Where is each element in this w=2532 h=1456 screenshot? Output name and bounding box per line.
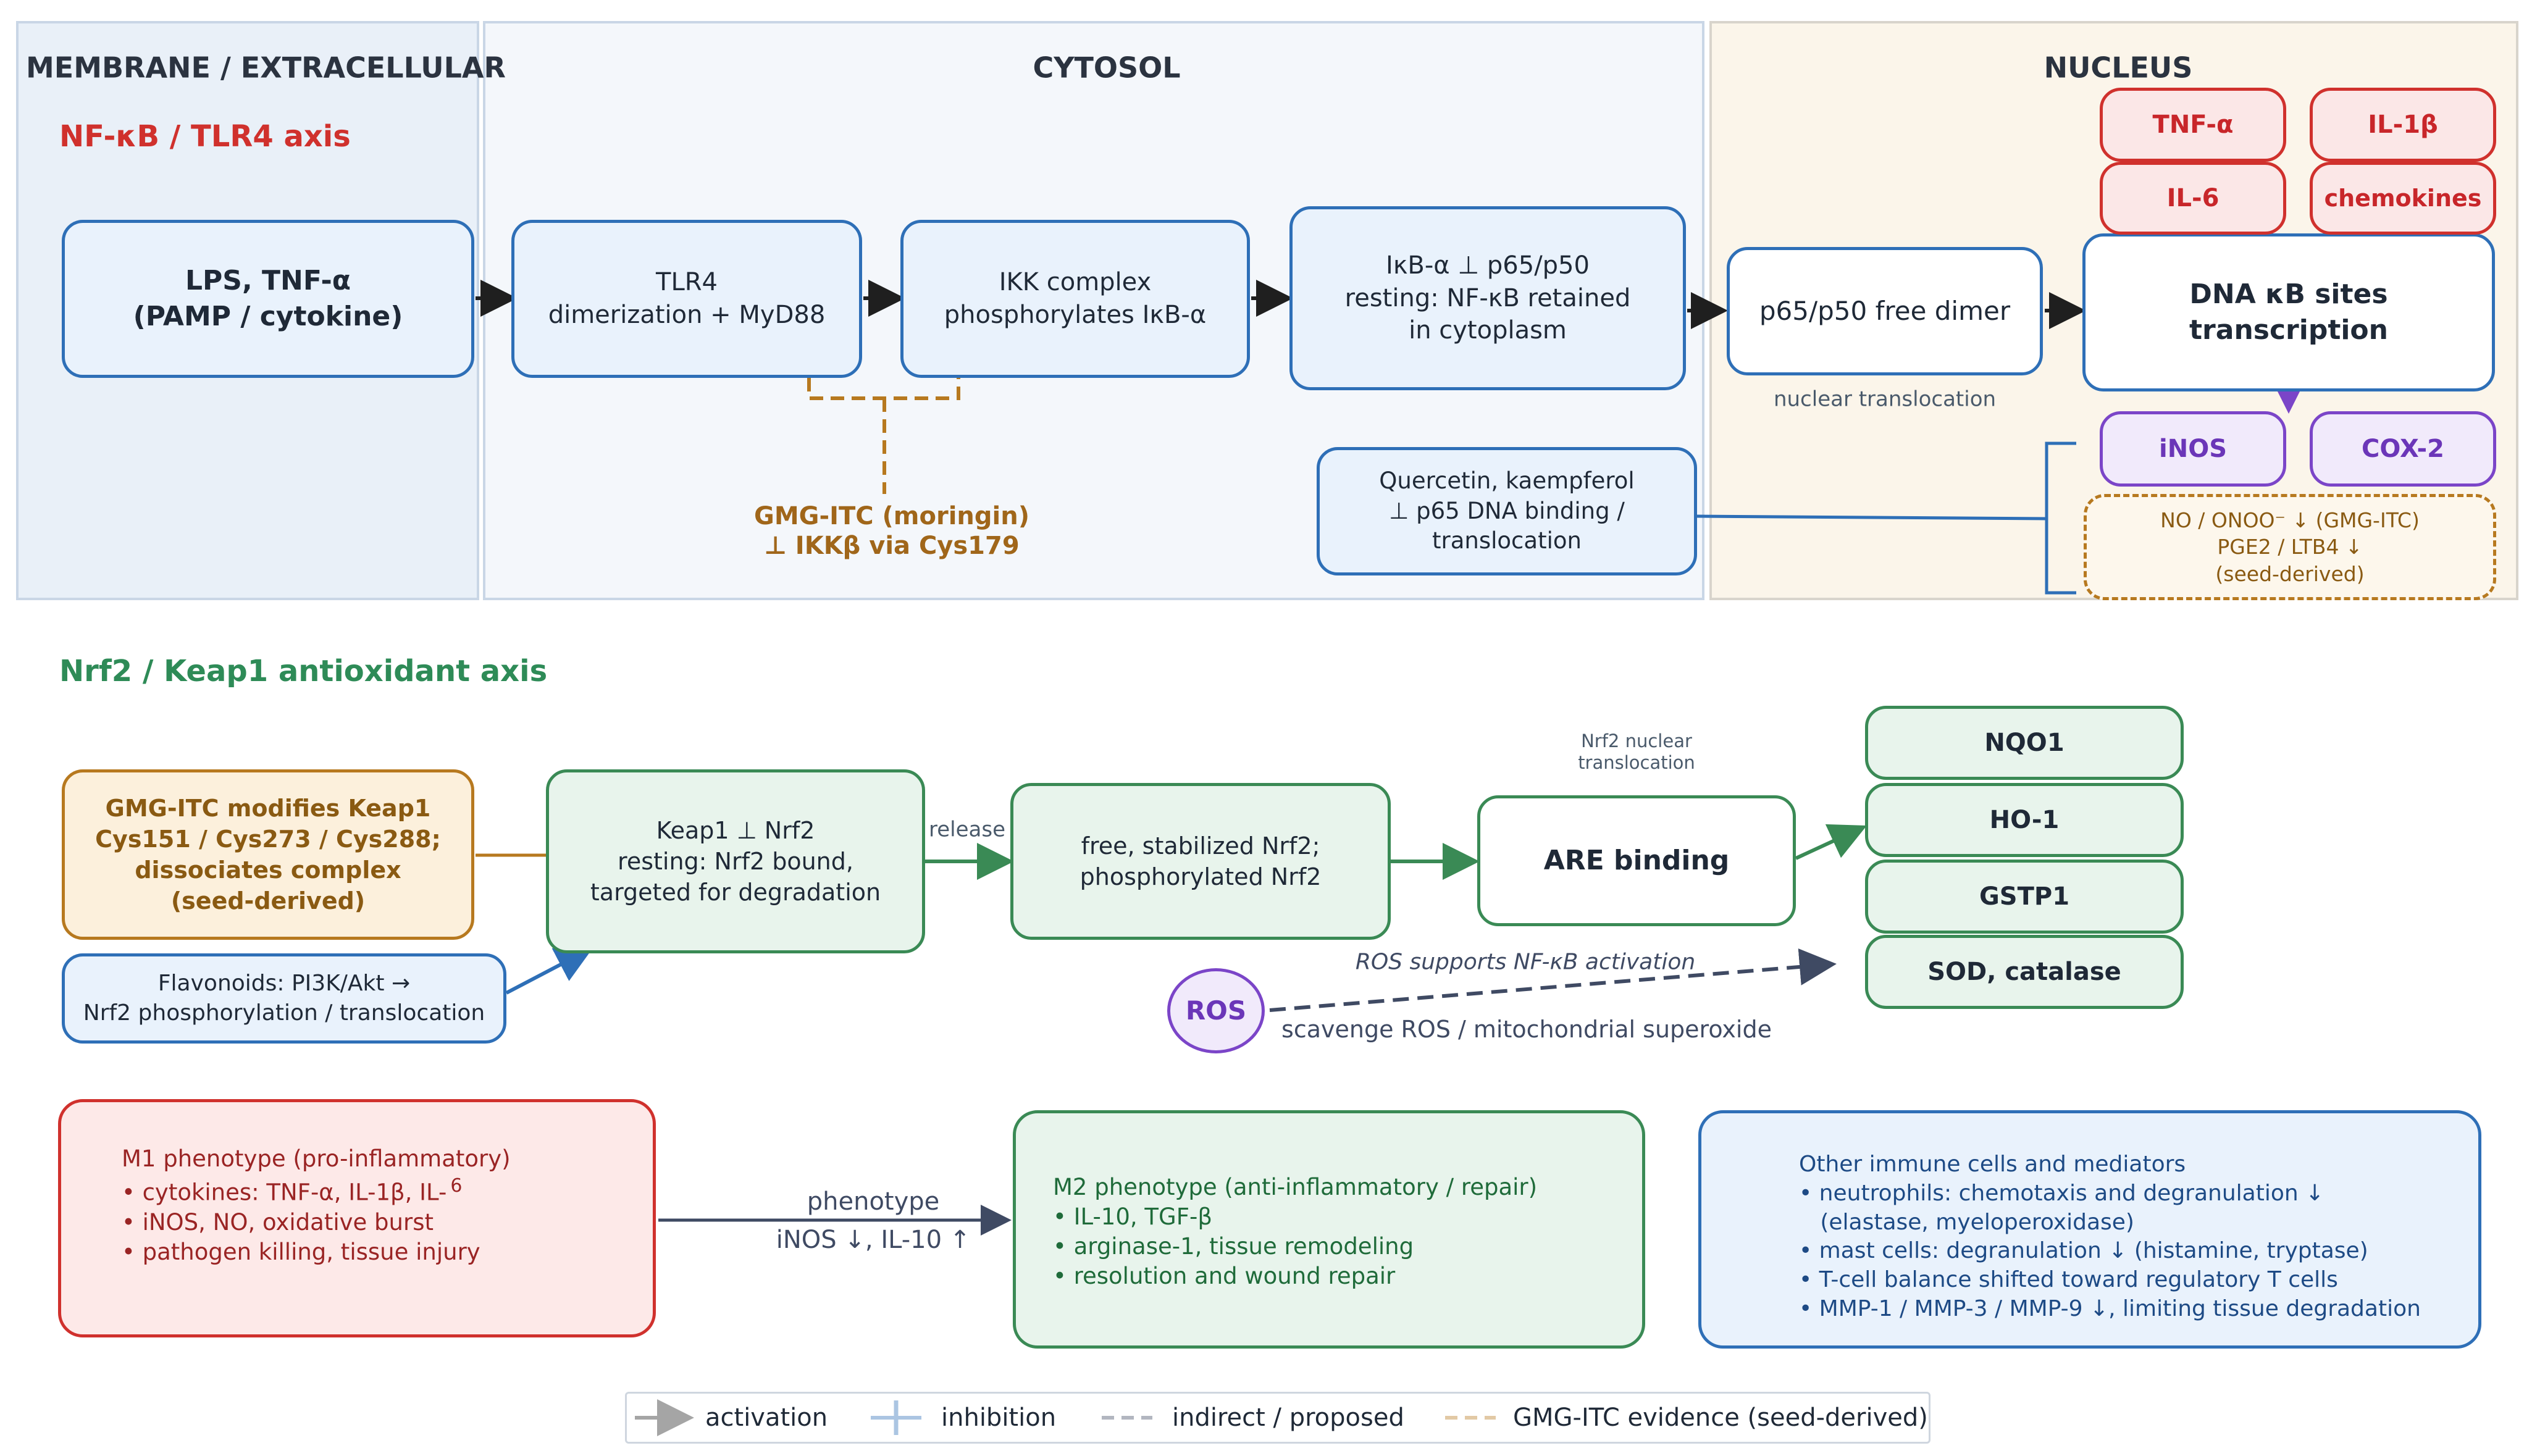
m2-title: M2 phenotype (anti-inflammatory / repair… xyxy=(1053,1174,1538,1200)
cytokine-chemokines-box: chemokines xyxy=(2310,162,2496,235)
m2-phenotype-panel: M2 phenotype (anti-inflammatory / repair… xyxy=(1013,1110,1645,1349)
gene-sod-label: SOD, catalase xyxy=(1927,957,2121,986)
other-item: • mast cells: degranulation ↓ (histamine… xyxy=(1799,1238,2368,1264)
other-item: • MMP-1 / MMP-3 / MMP-9 ↓, limiting tiss… xyxy=(1799,1295,2421,1321)
gene-nqo1-label: NQO1 xyxy=(1984,728,2065,757)
are-binding-box: ARE binding xyxy=(1477,795,1796,926)
m1-superscript: 6 xyxy=(450,1175,463,1197)
gene-ho1-box: HO-1 xyxy=(1865,783,2184,857)
legend-activation-label: activation xyxy=(705,1404,828,1432)
nrf2-translocation-label: Nrf2 nuclear translocation xyxy=(1578,730,1695,773)
legend-indirect-label: indirect / proposed xyxy=(1172,1404,1404,1432)
nrf2-axis-title: Nrf2 / Keap1 antioxidant axis xyxy=(59,654,548,689)
m2-item: • IL-10, TGF-β xyxy=(1053,1203,1212,1231)
legend xyxy=(625,1392,1930,1444)
are-binding-label: ARE binding xyxy=(1543,844,1730,876)
dna-kb-box: DNA κB sites transcription xyxy=(2082,233,2495,391)
ros-supports-label: ROS supports NF-κB activation xyxy=(1355,949,1696,975)
lps-tnf-label: LPS, TNF-α (PAMP / cytokine) xyxy=(133,264,403,332)
flavonoids-label: Flavonoids: PI3K/Akt → Nrf2 phosphorylat… xyxy=(83,971,485,1026)
tlr4-box: TLR4 dimerization + MyD88 xyxy=(511,220,862,378)
quercetin-label: Quercetin, kaempferol ⊥ p65 DNA binding … xyxy=(1379,467,1635,554)
m2-item: • resolution and wound repair xyxy=(1053,1263,1396,1290)
m1-item: • iNOS, NO, oxidative burst xyxy=(122,1208,434,1236)
legend-gmg-label: GMG-ITC evidence (seed-derived) xyxy=(1513,1404,1928,1432)
quercetin-box: Quercetin, kaempferol ⊥ p65 DNA binding … xyxy=(1317,447,1697,575)
free-nrf2-box: free, stabilized Nrf2; phosphorylated Nr… xyxy=(1010,783,1391,940)
phenotype-shift-label: phenotype xyxy=(807,1187,940,1216)
inos-label: iNOS xyxy=(2159,434,2227,463)
other-title: Other immune cells and mediators xyxy=(1799,1152,2186,1177)
zone-title-membrane: MEMBRANE / EXTRACELLULAR xyxy=(26,51,506,85)
nfkb-axis-title: NF-κB / TLR4 axis xyxy=(59,119,351,154)
zone-title-nucleus: NUCLEUS xyxy=(2044,51,2193,85)
cytokine-il6-box: IL-6 xyxy=(2100,162,2286,235)
arrow-are-genes xyxy=(1795,824,1867,860)
inos-box: iNOS xyxy=(2100,411,2286,487)
keap1-nrf2-box: Keap1 ⊥ Nrf2 resting: Nrf2 bound, target… xyxy=(546,769,925,953)
cytokine-tnf-box: TNF-α xyxy=(2100,88,2286,162)
keap1-nrf2-label: Keap1 ⊥ Nrf2 resting: Nrf2 bound, target… xyxy=(590,816,881,906)
lps-tnf-box: LPS, TNF-α (PAMP / cytokine) xyxy=(62,220,474,378)
ikk-label: IKK complex phosphorylates IκB-α xyxy=(944,268,1207,329)
gene-nqo1-box: NQO1 xyxy=(1865,706,2184,780)
gmg-itc-moringin-label: GMG-ITC (moringin) ⊥ IKKβ via Cys179 xyxy=(754,502,1029,560)
no-pge2-label: NO / ONOO⁻ ↓ (GMG-ITC) PGE2 / LTB4 ↓ (se… xyxy=(2160,508,2420,586)
cox2-label: COX-2 xyxy=(2362,434,2444,463)
no-pge2-box: NO / ONOO⁻ ↓ (GMG-ITC) PGE2 / LTB4 ↓ (se… xyxy=(2084,494,2496,600)
cytokine-chemokines-label: chemokines xyxy=(2324,184,2482,212)
m2-item: • arginase-1, tissue remodeling xyxy=(1053,1233,1414,1260)
m1-item: • cytokines: TNF-α, IL-1β, IL-6 xyxy=(122,1175,463,1206)
release-label: release xyxy=(929,817,1005,842)
m1-phenotype-panel: M1 phenotype (pro-inflammatory) • cytoki… xyxy=(58,1099,656,1337)
gene-ho1-label: HO-1 xyxy=(1989,805,2060,834)
cytokine-il6-label: IL-6 xyxy=(2166,183,2220,212)
other-item: • neutrophils: chemotaxis and degranulat… xyxy=(1799,1180,2324,1206)
ikk-box: IKK complex phosphorylates IκB-α xyxy=(900,220,1250,378)
dna-kb-label: DNA κB sites transcription xyxy=(2189,278,2388,346)
cytokine-tnf-label: TNF-α xyxy=(2152,110,2234,139)
cytokine-il1b-label: IL-1β xyxy=(2368,110,2438,139)
gene-gstp1-label: GSTP1 xyxy=(1979,882,2070,911)
tlr4-label: TLR4 dimerization + MyD88 xyxy=(548,268,826,329)
p65-free-box: p65/p50 free dimer xyxy=(1727,247,2043,375)
ikba-box: IκB-α ⊥ p65/p50 resting: NF-κB retained … xyxy=(1289,206,1686,390)
cytokine-il1b-box: IL-1β xyxy=(2310,88,2496,162)
flavonoids-box: Flavonoids: PI3K/Akt → Nrf2 phosphorylat… xyxy=(62,953,506,1044)
gene-gstp1-box: GSTP1 xyxy=(1865,860,2184,934)
other-immune-panel: Other immune cells and mediators • neutr… xyxy=(1698,1110,2481,1349)
ros-label: ROS xyxy=(1185,995,1247,1026)
p65-free-label: p65/p50 free dimer xyxy=(1759,296,2011,327)
nuclear-translocation-label: nuclear translocation xyxy=(1773,387,1997,412)
ikba-label: IκB-α ⊥ p65/p50 resting: NF-κB retained … xyxy=(1344,251,1631,345)
scavenge-ros-label: scavenge ROS / mitochondrial superoxide xyxy=(1281,1016,1772,1044)
other-item: • T-cell balance shifted toward regulato… xyxy=(1799,1267,2338,1293)
cox2-box: COX-2 xyxy=(2310,411,2496,487)
arrow-flavonoid-keap1 xyxy=(505,947,593,995)
phenotype-shift-sublabel: iNOS ↓, IL-10 ↑ xyxy=(776,1226,971,1254)
free-nrf2-label: free, stabilized Nrf2; phosphorylated Nr… xyxy=(1079,832,1322,890)
gmg-keap1-box: GMG-ITC modifies Keap1 Cys151 / Cys273 /… xyxy=(62,769,474,940)
gmg-keap1-label: GMG-ITC modifies Keap1 Cys151 / Cys273 /… xyxy=(95,794,441,915)
gene-sod-box: SOD, catalase xyxy=(1865,935,2184,1009)
ros-circle: ROS xyxy=(1167,968,1265,1053)
m1-item: • pathogen killing, tissue injury xyxy=(122,1238,480,1265)
legend-inhibition-label: inhibition xyxy=(941,1404,1057,1432)
zone-title-cytosol: CYTOSOL xyxy=(1033,51,1181,85)
other-item: (elastase, myeloperoxidase) xyxy=(1799,1209,2134,1235)
m1-title: M1 phenotype (pro-inflammatory) xyxy=(122,1145,511,1172)
